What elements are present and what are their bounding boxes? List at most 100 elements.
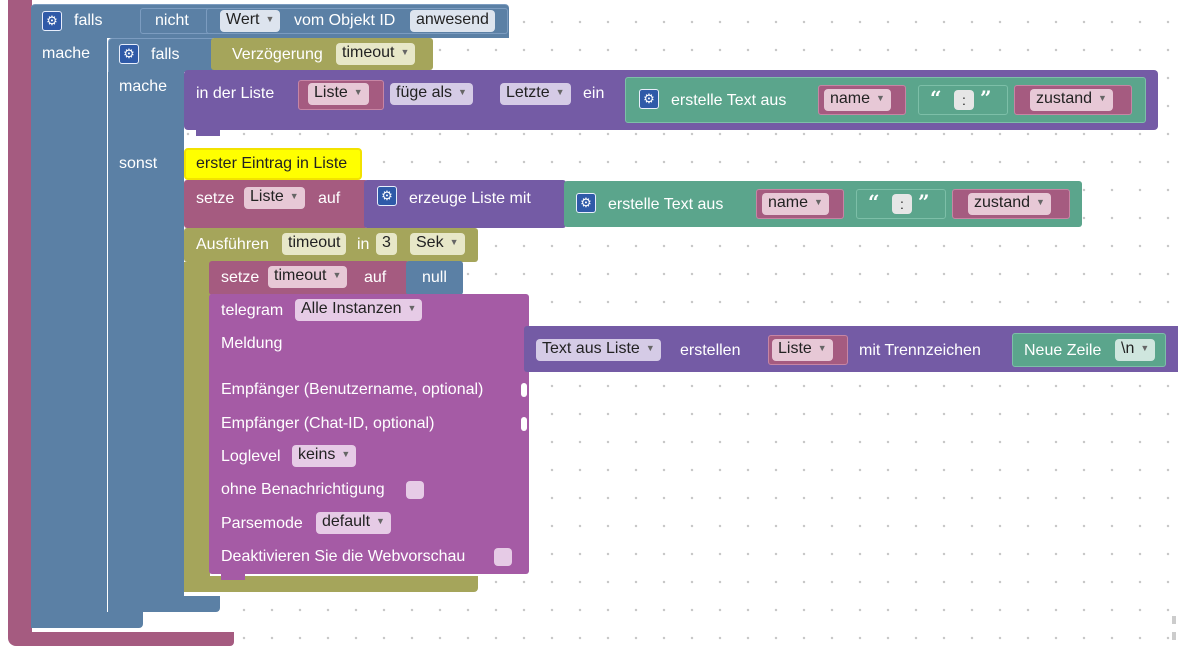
gear-icon[interactable]: ⚙: [639, 89, 659, 109]
disable-preview-checkbox[interactable]: [494, 548, 512, 566]
string-literal-value[interactable]: :: [954, 90, 974, 110]
open-quote-icon: “: [930, 86, 942, 110]
auf-label: auf: [364, 269, 387, 286]
instances-dropdown[interactable]: Alle Instanzen▼: [295, 299, 423, 321]
name-variable-dropdown[interactable]: name▼: [824, 89, 891, 111]
chevron-down-icon: ▼: [407, 303, 417, 313]
create-label: erstellen: [680, 342, 741, 359]
delay-value-field[interactable]: 3: [376, 233, 397, 255]
chevron-down-icon: ▼: [400, 47, 410, 57]
chevron-down-icon: ▼: [265, 14, 275, 24]
time-unit-dropdown[interactable]: Sek▼: [410, 233, 465, 255]
timeout-variable-dropdown[interactable]: timeout▼: [336, 43, 416, 65]
loglevel-dropdown[interactable]: keins▼: [292, 445, 357, 467]
list-variable-dropdown[interactable]: Liste▼: [308, 83, 369, 105]
in-list-label: in der Liste: [196, 85, 275, 102]
null-label: null: [422, 269, 447, 286]
separator-label: mit Trennzeichen: [859, 342, 981, 359]
name-variable-dropdown[interactable]: name▼: [762, 193, 829, 215]
text-join-label: erstelle Text aus: [608, 196, 724, 213]
auf-label: auf: [318, 190, 341, 207]
close-quote-icon: ”: [918, 190, 930, 214]
chevron-down-icon: ▼: [1098, 93, 1107, 103]
set-timeout-variable-dropdown[interactable]: timeout▼: [268, 266, 348, 288]
message-label: Meldung: [221, 335, 283, 352]
set-label: setze: [221, 269, 260, 286]
recipient-username-input[interactable]: [521, 383, 527, 397]
silent-checkbox[interactable]: [406, 481, 424, 499]
recipient-chatid-input[interactable]: [521, 417, 527, 431]
set-list-variable-dropdown[interactable]: Liste▼: [244, 187, 305, 209]
null-block[interactable]: [406, 261, 463, 295]
outer-procedure-block[interactable]: [8, 0, 32, 640]
set-label: setze: [196, 190, 235, 207]
object-id-field[interactable]: anwesend: [410, 10, 495, 32]
insert-mode-dropdown[interactable]: füge als▼: [390, 83, 473, 105]
chevron-down-icon: ▼: [332, 270, 342, 280]
object-id-label: vom Objekt ID: [294, 12, 396, 29]
chevron-down-icon: ▼: [645, 343, 655, 353]
list-variable-dropdown[interactable]: Liste▼: [772, 339, 833, 361]
if-inner-falls-label: falls: [151, 46, 180, 63]
chevron-down-icon: ▼: [817, 343, 827, 353]
telegram-tab: [221, 574, 245, 580]
in-label: in: [357, 236, 370, 253]
gear-icon[interactable]: ⚙: [119, 44, 139, 64]
delay-label: Verzögerung: [232, 46, 323, 63]
loglevel-label: Loglevel: [221, 448, 281, 465]
parsemode-dropdown[interactable]: default▼: [316, 512, 391, 534]
disable-preview-label: Deaktivieren Sie die Webvorschau: [221, 548, 466, 565]
if-outer-bottom: [31, 612, 143, 628]
timeout-bottom: [184, 576, 478, 592]
chevron-down-icon: ▼: [449, 237, 459, 247]
zustand-variable-dropdown[interactable]: zustand▼: [968, 193, 1051, 215]
create-list-block[interactable]: [364, 180, 566, 228]
if-inner-sonst-label: sonst: [119, 155, 158, 172]
comment-text: erster Eintrag in Liste: [196, 155, 348, 172]
outer-procedure-bottom: [8, 632, 234, 646]
string-literal-value[interactable]: :: [892, 194, 912, 214]
close-quote-icon: ”: [980, 86, 992, 110]
if-inner-mache-label: mache: [119, 78, 168, 95]
gear-icon[interactable]: ⚙: [576, 193, 596, 213]
chevron-down-icon: ▼: [458, 87, 467, 97]
if-outer-falls-label: falls: [74, 12, 103, 29]
list-insert-tab: [196, 130, 220, 136]
chevron-down-icon: ▼: [876, 93, 885, 103]
value-dropdown[interactable]: Wert▼: [220, 10, 281, 32]
recipient-chatid-label: Empfänger (Chat-ID, optional): [221, 415, 435, 432]
silent-label: ohne Benachrichtigung: [221, 481, 385, 498]
chevron-down-icon: ▼: [1140, 343, 1150, 353]
not-block[interactable]: [140, 8, 212, 34]
text-join-label: erstelle Text aus: [671, 92, 787, 109]
scrollbar-handle[interactable]: [1172, 632, 1176, 640]
chevron-down-icon: ▼: [1036, 197, 1045, 207]
timeout-spine: [184, 262, 210, 592]
if-inner-bottom: [108, 596, 220, 612]
position-dropdown[interactable]: Letzte▼: [500, 83, 571, 105]
scrollbar-handle[interactable]: [1172, 616, 1176, 624]
chevron-down-icon: ▼: [341, 449, 351, 459]
timeout-name-field[interactable]: timeout: [282, 233, 347, 255]
if-outer-spine: [31, 38, 107, 628]
execute-label: Ausführen: [196, 236, 269, 253]
newline-dropdown[interactable]: \n▼: [1115, 339, 1156, 361]
recipient-username-label: Empfänger (Benutzername, optional): [221, 381, 484, 398]
newline-label: Neue Zeile: [1024, 342, 1102, 359]
if-outer-mache-label: mache: [42, 45, 91, 62]
if-inner-spine: [108, 72, 184, 612]
gear-icon[interactable]: ⚙: [377, 186, 397, 206]
chevron-down-icon: ▼: [555, 87, 565, 97]
gear-icon[interactable]: ⚙: [42, 11, 62, 31]
chevron-down-icon: ▼: [376, 516, 385, 526]
chevron-down-icon: ▼: [289, 191, 299, 201]
chevron-down-icon: ▼: [814, 197, 823, 207]
chevron-down-icon: ▼: [353, 87, 363, 97]
comment-block[interactable]: [184, 148, 362, 180]
insert-ein-label: ein: [583, 85, 605, 102]
zustand-variable-dropdown[interactable]: zustand▼: [1030, 89, 1113, 111]
parsemode-label: Parsemode: [221, 515, 303, 532]
text-from-list-mode-dropdown[interactable]: Text aus Liste▼: [536, 339, 661, 361]
not-label: nicht: [155, 12, 189, 29]
telegram-label: telegram: [221, 302, 284, 319]
